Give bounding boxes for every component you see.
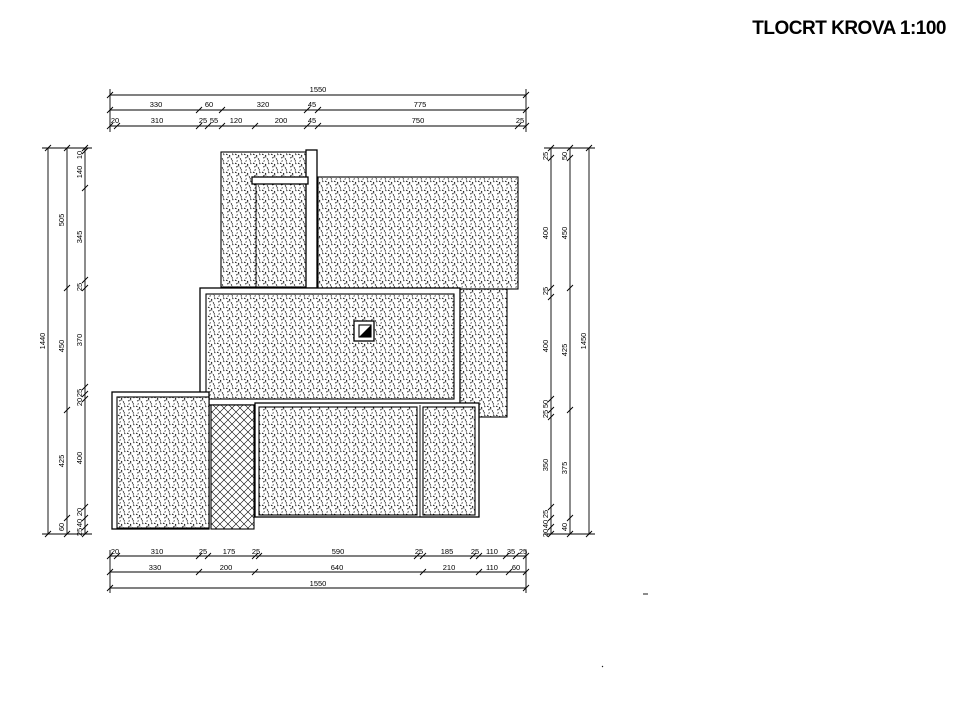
dim-top-r2-3: 25 xyxy=(199,116,207,125)
dim-right-r2-4: 400 xyxy=(541,340,550,353)
dim-top-r2-4: 55 xyxy=(210,116,218,125)
roof-right-extension xyxy=(458,288,508,418)
dim-left-r2-9: 20 xyxy=(75,508,84,516)
dim-left-r2-11: 25 xyxy=(75,528,84,536)
dim-left-r2-6: 25 xyxy=(75,389,84,397)
roof-lower-left xyxy=(116,396,210,529)
dim-bot-r1-10: 110 xyxy=(486,547,498,556)
dim-bot-r2-4: 210 xyxy=(443,563,456,572)
chimney-fill xyxy=(359,325,371,337)
dim-top-r1-2: 60 xyxy=(205,100,213,109)
dim-top-r2-7: 45 xyxy=(308,116,316,125)
dim-right-r2-6: 25 xyxy=(541,410,550,418)
skylight-frame xyxy=(251,176,309,185)
dim-bot-r2-3: 640 xyxy=(331,563,344,572)
dim-top-r2-9: 25 xyxy=(516,116,524,125)
dim-left-r2-8: 400 xyxy=(75,452,84,465)
left-dimensions: 1440 505 450 425 60 10 140 345 25 370 25… xyxy=(38,144,92,538)
dim-left-r1-1: 505 xyxy=(57,214,66,227)
dim-bot-r2-1: 330 xyxy=(149,563,162,572)
dim-top-r1-4: 45 xyxy=(308,100,316,109)
glass-roof xyxy=(210,404,255,530)
roof-lower-middle xyxy=(258,406,418,516)
dim-right-r2-5: 50 xyxy=(541,400,550,408)
dim-right-overall: 1450 xyxy=(579,333,588,350)
stray-mark xyxy=(601,665,604,668)
dim-bot-r1-8: 185 xyxy=(441,547,454,556)
parapet-wall xyxy=(305,149,318,289)
dim-left-r2-2: 140 xyxy=(75,166,84,179)
dim-right-r1-4: 375 xyxy=(560,462,569,475)
dim-bot-r1-6: 590 xyxy=(332,547,345,556)
dim-bot-r2-2: 200 xyxy=(220,563,233,572)
dim-top-r2-8: 750 xyxy=(412,116,425,125)
dim-top-overall: 1550 xyxy=(310,85,327,94)
dim-left-r1-4: 60 xyxy=(57,523,66,531)
dim-top-r1-1: 330 xyxy=(150,100,163,109)
dim-right-r1-5: 40 xyxy=(560,523,569,531)
dim-bot-r1-4: 175 xyxy=(223,547,236,556)
top-dimensions: 1550 330 60 320 45 775 20 310 25 55 120 … xyxy=(106,85,530,132)
dim-top-r2-2: 310 xyxy=(151,116,164,125)
dim-right-r2-8: 25 xyxy=(541,510,550,518)
roof-plan xyxy=(111,149,519,530)
bottom-dimensions: 20 310 25 175 25 590 25 185 25 110 35 25… xyxy=(106,547,530,593)
dim-top-r1-3: 320 xyxy=(257,100,270,109)
dim-left-r2-1: 10 xyxy=(75,151,84,159)
dim-bot-r1-1: 20 xyxy=(111,547,119,556)
dim-top-r1-5: 775 xyxy=(414,100,427,109)
dim-left-r2-4: 25 xyxy=(75,283,84,291)
right-dimensions: 25 400 25 400 50 25 350 25 40 20 50 450 … xyxy=(541,144,595,538)
dim-right-r2-2: 400 xyxy=(541,227,550,240)
dim-bot-r1-11: 35 xyxy=(507,547,515,556)
roof-middle xyxy=(205,293,455,400)
dim-right-r2-1: 25 xyxy=(541,152,550,160)
dim-bot-r1-3: 25 xyxy=(199,547,207,556)
dim-left-r2-7: 20 xyxy=(75,398,84,406)
dim-left-r2-3: 345 xyxy=(75,231,84,244)
dim-bot-r1-2: 310 xyxy=(151,547,164,556)
dim-right-r2-3: 25 xyxy=(541,287,550,295)
dim-top-r2-5: 120 xyxy=(230,116,243,125)
dim-bot-overall: 1550 xyxy=(310,579,327,588)
dim-left-r1-2: 450 xyxy=(57,340,66,353)
roof-upper-left xyxy=(220,151,307,288)
dim-right-r1-3: 425 xyxy=(560,344,569,357)
roof-upper-right xyxy=(317,176,519,290)
dim-left-overall: 1440 xyxy=(38,333,47,350)
dim-bot-r1-9: 25 xyxy=(471,547,479,556)
dim-right-r2-10: 20 xyxy=(541,529,550,537)
dim-left-r2-5: 370 xyxy=(75,334,84,347)
dim-bot-r2-5: 110 xyxy=(486,563,498,572)
dim-top-r2-1: 20 xyxy=(111,116,119,125)
drawing-title: TLOCRT KROVA 1:100 xyxy=(752,18,946,39)
dim-right-r1-2: 450 xyxy=(560,227,569,240)
dim-left-r2-10: 40 xyxy=(75,519,84,527)
dim-top-r2-6: 200 xyxy=(275,116,288,125)
dim-bot-r2-6: 60 xyxy=(512,563,520,572)
dim-right-r2-9: 40 xyxy=(541,520,550,528)
dim-bot-r1-5: 25 xyxy=(252,547,260,556)
dim-bot-r1-7: 25 xyxy=(415,547,423,556)
roof-lower-right xyxy=(422,406,476,516)
dim-right-r1-1: 50 xyxy=(560,152,569,160)
dim-left-r1-3: 425 xyxy=(57,455,66,468)
dim-right-r2-7: 350 xyxy=(541,459,550,472)
dim-bot-r1-12: 25 xyxy=(519,547,527,556)
